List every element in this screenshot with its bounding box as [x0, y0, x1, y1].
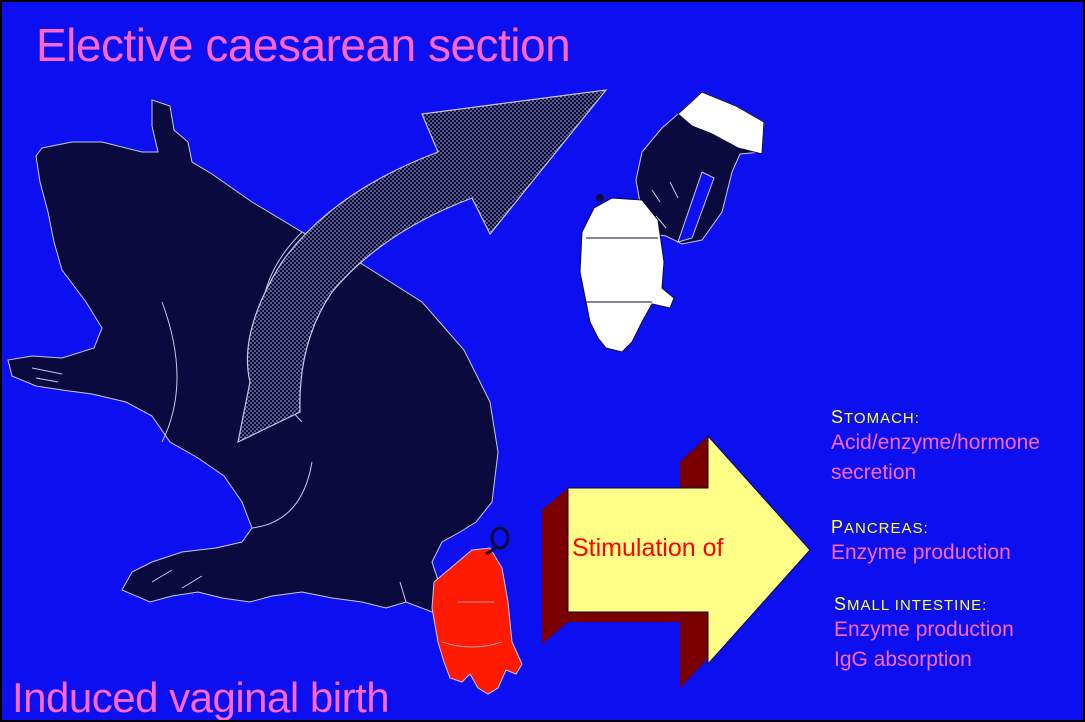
title-elective-caesarean: Elective caesarean section [36, 18, 570, 72]
organ-heading: STOMACH: [831, 407, 1040, 428]
organ-line: IgG absorption [834, 645, 1014, 675]
title-induced-vaginal: Induced vaginal birth [12, 674, 389, 722]
organ-line: Enzyme production [834, 615, 1014, 645]
organ-small-intestine: SMALL INTESTINE: Enzyme production IgG a… [834, 594, 1014, 675]
organ-line: secretion [831, 458, 1040, 488]
organ-heading: PANCREAS: [831, 517, 1011, 538]
organ-line: Enzyme production [831, 538, 1011, 568]
organ-line: Acid/enzyme/hormone [831, 428, 1040, 458]
organ-stomach: STOMACH: Acid/enzyme/hormone secretion [831, 407, 1040, 488]
stimulation-label: Stimulation of [572, 534, 723, 563]
organ-pancreas: PANCREAS: Enzyme production [831, 517, 1011, 568]
organ-heading: SMALL INTESTINE: [834, 594, 1014, 615]
red-piglet [432, 548, 522, 694]
